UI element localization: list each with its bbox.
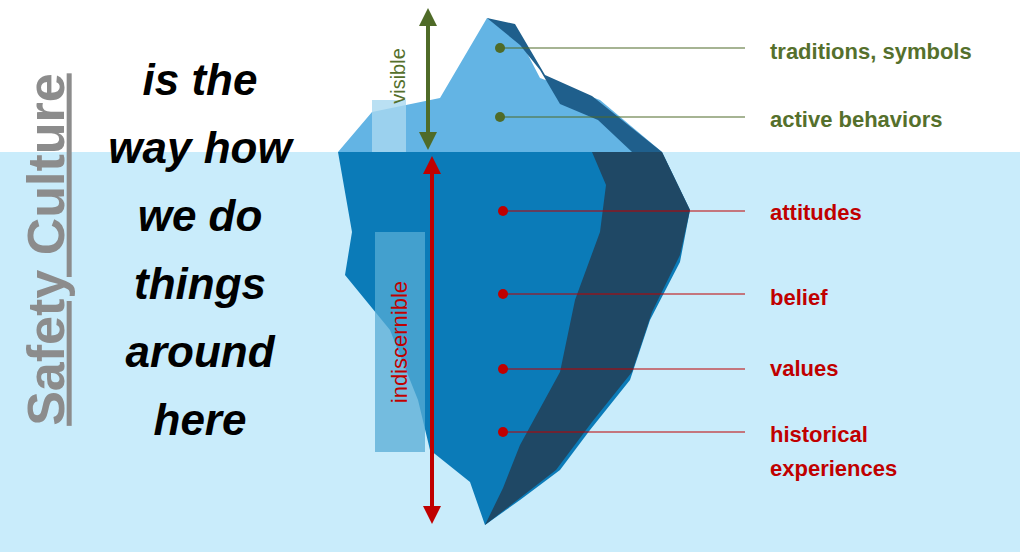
leader-line: [500, 48, 745, 117]
leader-line: [503, 211, 745, 432]
visible-label: visible: [387, 48, 409, 104]
level-label: traditions, symbols: [770, 40, 972, 64]
highlight: [375, 232, 425, 452]
iceberg-underwater-shade: [485, 152, 690, 525]
level-label: attitudes: [770, 201, 862, 225]
definition-text: is the way how we do things around here: [100, 46, 300, 454]
iceberg-underwater: [338, 152, 690, 525]
level-label: belief: [770, 286, 827, 310]
iceberg-tip: [338, 18, 662, 152]
highlight: [372, 100, 406, 152]
indiscernible-arrow: [423, 156, 441, 524]
iceberg-tip-shade: [487, 18, 662, 152]
level-label: active behaviors: [770, 108, 942, 132]
level-label: values: [770, 357, 839, 381]
dot: [498, 206, 508, 437]
dot: [495, 43, 505, 122]
level-label: historical experiences: [770, 418, 920, 486]
indiscernible-label: indiscernible: [388, 281, 412, 403]
title-vertical: Safety Culture: [17, 74, 74, 427]
visible-arrow: [419, 8, 437, 150]
